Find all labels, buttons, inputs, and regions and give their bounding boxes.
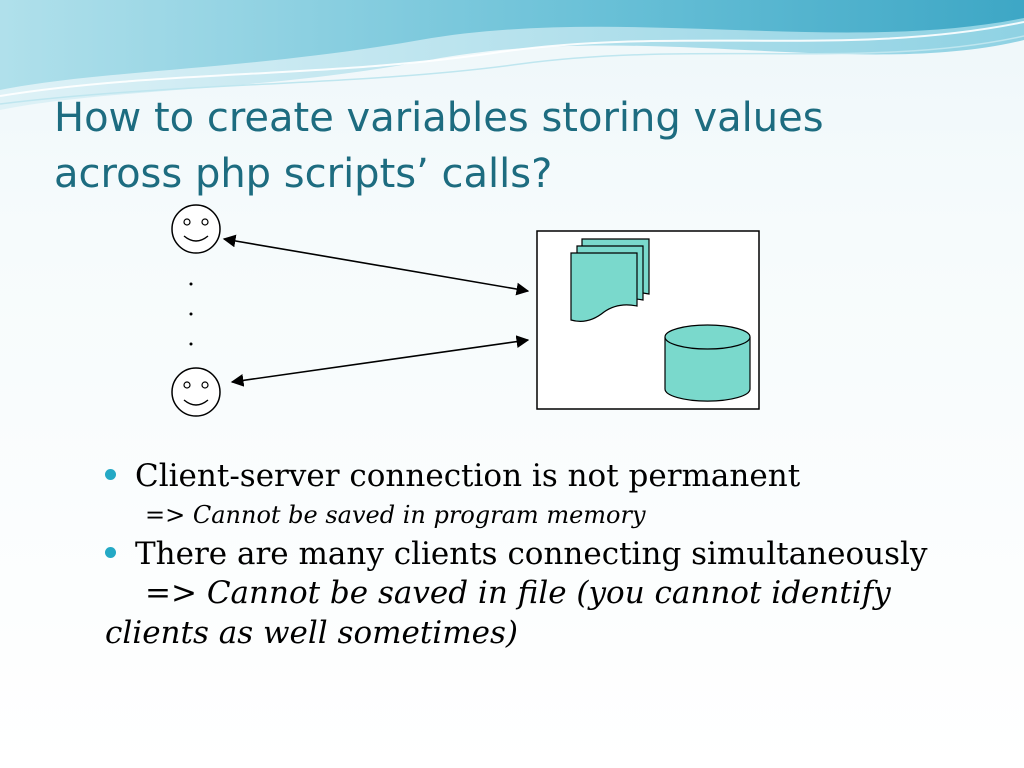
title-line-2: across php scripts’ calls? <box>54 151 553 197</box>
bullet-list: Client-server connection is not permanen… <box>105 455 985 653</box>
implication-arrow: => <box>145 501 186 529</box>
subtext-content: Cannot be saved in program memory <box>192 501 646 529</box>
bullet-dot-icon <box>105 469 116 480</box>
ellipsis-dots <box>189 282 193 346</box>
subtext-content: Cannot be saved in file (you cannot iden… <box>105 575 891 651</box>
bullet-subtext: => Cannot be saved in file (you cannot i… <box>105 573 985 653</box>
bullet-dot-icon <box>105 547 116 558</box>
bullet-subtext: => Cannot be saved in program memory <box>105 497 985 533</box>
title-line-1: How to create variables storing values <box>54 95 824 141</box>
documents-icon <box>570 238 650 322</box>
header-wave-decoration <box>0 0 1024 110</box>
client-face-icon <box>171 367 221 417</box>
connection-arrow <box>222 234 530 296</box>
database-icon <box>664 324 751 402</box>
bullet-text: There are many clients connecting simult… <box>135 536 928 572</box>
client-face-icon <box>171 204 221 254</box>
implication-arrow: => <box>145 575 197 611</box>
bullet-item: Client-server connection is not permanen… <box>105 455 985 497</box>
bullet-text: Client-server connection is not permanen… <box>135 458 801 494</box>
connection-arrow <box>230 335 530 387</box>
slide-title: How to create variables storing values a… <box>54 90 954 202</box>
bullet-item: There are many clients connecting simult… <box>105 533 985 575</box>
